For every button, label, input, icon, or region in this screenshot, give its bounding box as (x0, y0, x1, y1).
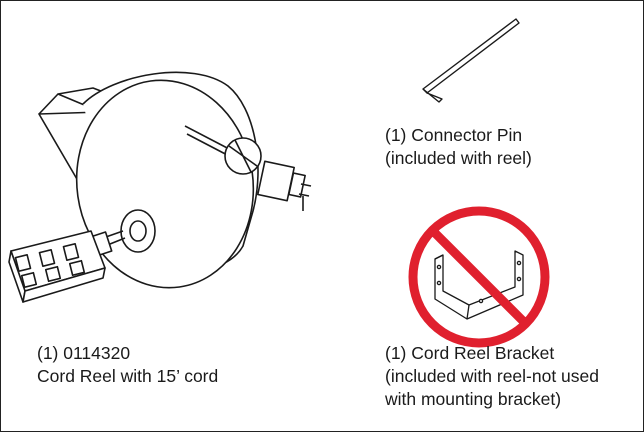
connector-pin-icon (422, 18, 520, 103)
caption-line: (1) 0114320 (37, 343, 131, 363)
caption-line: (1) Connector Pin (385, 125, 523, 145)
caption-line: with mounting bracket) (385, 389, 562, 409)
cord-reel-icon (8, 71, 312, 303)
caption-line: (included with reel) (385, 148, 532, 168)
caption-line: Cord Reel with 15’ cord (37, 366, 219, 386)
caption-line: (1) Cord Reel Bracket (385, 343, 555, 363)
prohibited-bracket-icon (408, 206, 550, 348)
cord-reel-caption: (1) 0114320 Cord Reel with 15’ cord (37, 342, 218, 388)
caption-line: (included with reel-not used (385, 366, 600, 386)
cord-reel-bracket-caption: (1) Cord Reel Bracket (included with ree… (385, 342, 599, 411)
connector-pin-caption: (1) Connector Pin (included with reel) (385, 124, 532, 170)
